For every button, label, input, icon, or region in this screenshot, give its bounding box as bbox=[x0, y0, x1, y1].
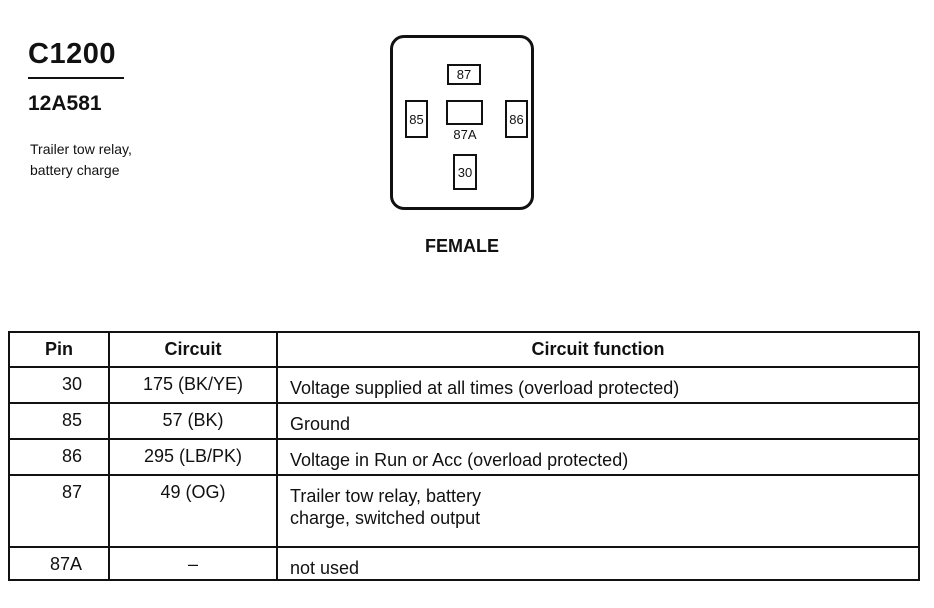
function-cell: Voltage in Run or Acc (overload protecte… bbox=[276, 438, 920, 476]
description-line-2: battery charge bbox=[30, 162, 120, 178]
terminal-86: 86 bbox=[505, 100, 528, 138]
circuit-cell: 49 (OG) bbox=[108, 474, 278, 548]
table-row: 86 295 (LB/PK) Voltage in Run or Acc (ov… bbox=[8, 438, 920, 476]
terminal-87: 87 bbox=[447, 64, 481, 85]
table-header-row: Pin Circuit Circuit function bbox=[8, 331, 920, 368]
table-row: 30 175 (BK/YE) Voltage supplied at all t… bbox=[8, 366, 920, 404]
function-cell: not used bbox=[276, 546, 920, 581]
circuit-cell: 57 (BK) bbox=[108, 402, 278, 440]
description-line-1: Trailer tow relay, bbox=[30, 141, 132, 157]
table-row: 87A – not used bbox=[8, 546, 920, 581]
terminal-87a bbox=[446, 100, 483, 125]
header-circuit-function: Circuit function bbox=[276, 331, 920, 368]
function-cell: Trailer tow relay, battery charge, switc… bbox=[276, 474, 920, 548]
pin-cell: 87 bbox=[8, 474, 110, 548]
pin-table: Pin Circuit Circuit function 30 175 (BK/… bbox=[8, 331, 920, 581]
circuit-cell: – bbox=[108, 546, 278, 581]
terminal-87a-label: 87A bbox=[453, 127, 477, 142]
table-row: 85 57 (BK) Ground bbox=[8, 402, 920, 440]
gender-label: FEMALE bbox=[425, 236, 499, 256]
function-cell: Ground bbox=[276, 402, 920, 440]
title-rule bbox=[28, 77, 124, 79]
connector-face-diagram: 87 87A 85 86 30 bbox=[390, 35, 534, 210]
pin-cell: 30 bbox=[8, 366, 110, 404]
terminal-30: 30 bbox=[453, 154, 477, 190]
circuit-cell: 295 (LB/PK) bbox=[108, 438, 278, 476]
terminal-85: 85 bbox=[405, 100, 428, 138]
header-pin: Pin bbox=[8, 331, 110, 368]
circuit-cell: 175 (BK/YE) bbox=[108, 366, 278, 404]
pin-cell: 86 bbox=[8, 438, 110, 476]
table-row: 87 49 (OG) Trailer tow relay, battery ch… bbox=[8, 474, 920, 548]
part-number: 12A581 bbox=[28, 92, 102, 115]
function-cell: Voltage supplied at all times (overload … bbox=[276, 366, 920, 404]
pin-cell: 85 bbox=[8, 402, 110, 440]
connector-id: C1200 bbox=[28, 38, 116, 70]
header-circuit: Circuit bbox=[108, 331, 278, 368]
connector-description: Trailer tow relay, battery charge bbox=[30, 139, 210, 181]
pin-cell: 87A bbox=[8, 546, 110, 581]
